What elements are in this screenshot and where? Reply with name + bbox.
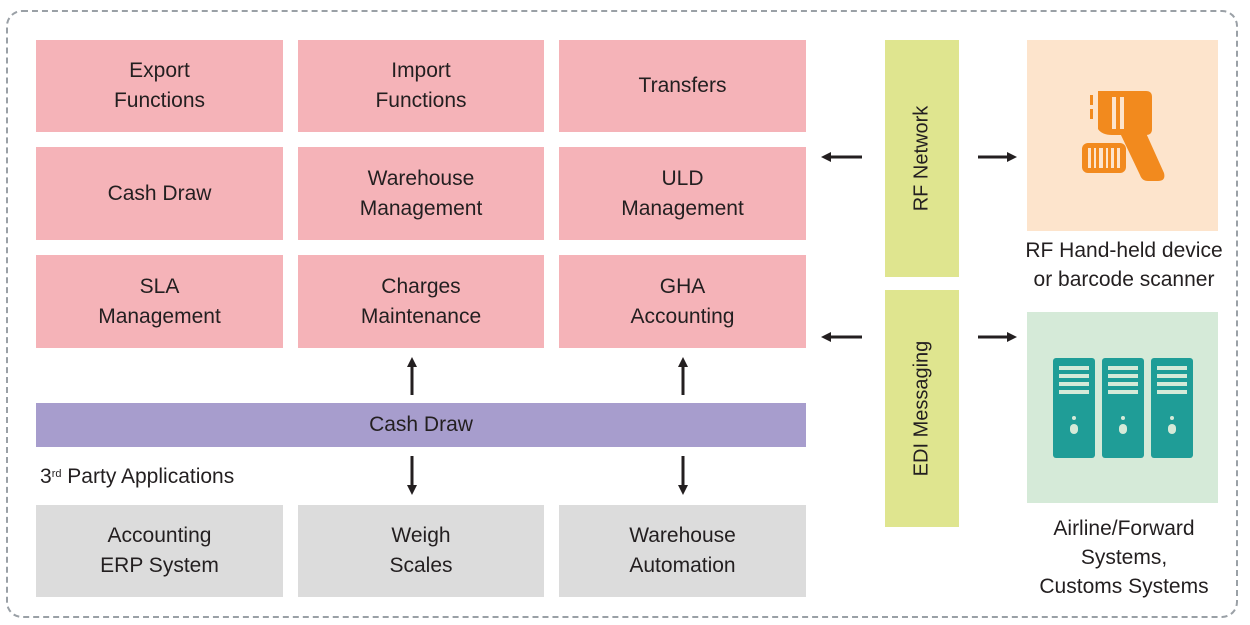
third-party-label-suffix: Party Applications — [61, 465, 235, 488]
module-warehouse-management: Warehouse Management — [298, 147, 544, 240]
server-cabinets-icon — [1052, 357, 1193, 458]
module-import-functions: Import Functions — [298, 40, 544, 132]
integration-bar: Cash Draw — [36, 403, 806, 447]
edi-messaging-strip: EDI Messaging — [885, 290, 959, 527]
third-party-accounting-erp: Accounting ERP System — [36, 505, 283, 597]
module-transfers: Transfers — [559, 40, 806, 132]
third-party-warehouse-automation: Warehouse Automation — [559, 505, 806, 597]
module-gha-accounting: GHA Accounting — [559, 255, 806, 348]
systems-caption: Airline/Forward Systems, Customs Systems — [1039, 517, 1209, 598]
third-party-label: 3rd Party Applications — [40, 462, 234, 492]
third-party-weigh-scales: Weigh Scales — [298, 505, 544, 597]
systems-panel — [1027, 312, 1218, 503]
module-charges-maintenance: Charges Maintenance — [298, 255, 544, 348]
integration-bar-label: Cash Draw — [369, 413, 473, 436]
diagram-frame — [6, 10, 1238, 618]
rf-device-caption: RF Hand-held device or barcode scanner — [1025, 239, 1223, 291]
module-uld-management: ULD Management — [559, 147, 806, 240]
module-cash-draw: Cash Draw — [36, 147, 283, 240]
rf-network-strip: RF Network — [885, 40, 959, 277]
barcode-scanner-icon — [1081, 90, 1164, 181]
rf-device-panel — [1027, 40, 1218, 231]
third-party-label-sup: rd — [51, 468, 62, 480]
module-export-functions: Export Functions — [36, 40, 283, 132]
third-party-label-prefix: 3 — [40, 465, 52, 488]
module-sla-management: SLA Management — [36, 255, 283, 348]
